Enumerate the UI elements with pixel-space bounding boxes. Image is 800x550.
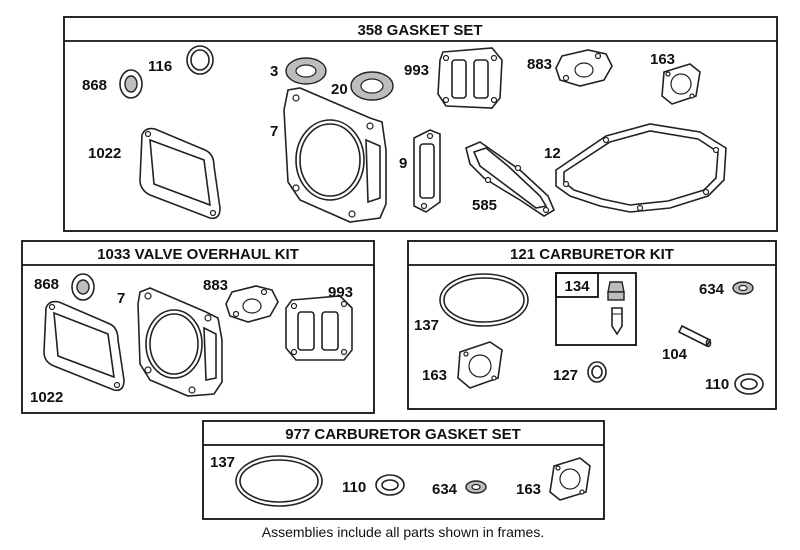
label-163: 163 [516,481,541,498]
label-3: 3 [270,63,278,80]
label-110: 110 [342,479,366,496]
sub-frame-134-label-box [555,272,599,298]
label-127: 127 [553,367,578,384]
label-163: 163 [650,51,675,68]
frame-carburetor-gasket-set: 977 CARBURETOR GASKET SET 137 110 634 16… [202,420,605,520]
label-634: 634 [699,281,725,298]
label-993: 993 [328,284,353,301]
breather-gasket-9-part [413,129,441,213]
valve-cover-gasket-993-part [285,295,353,361]
pin-104-part [677,324,712,348]
frame-gasket-set: 358 GASKET SET 868 116 3 20 [63,16,778,232]
carburetor-gasket-163-part [661,63,701,105]
carburetor-gasket-163-part [549,457,591,501]
intake-gasket-883-part [225,285,279,323]
cylinder-head-gasket-7-part [283,87,387,223]
seal-868-part [119,69,143,99]
intake-gasket-883-part [555,49,613,87]
frame-carburetor-kit: 121 CARBURETOR KIT 134 137 163 127 [407,240,777,410]
carburetor-gasket-163-part [457,341,503,389]
label-993: 993 [404,62,429,79]
frame-title: 1033 VALVE OVERHAUL KIT [97,246,299,263]
label-134: 134 [564,278,590,295]
cylinder-head-gasket-7-part [137,287,223,397]
gasket-1022-part [139,127,221,220]
frame-title: 358 GASKET SET [357,22,482,39]
crankcase-gasket-12-part [555,123,727,213]
gasket-110-part [734,373,764,395]
label-7: 7 [270,123,278,140]
label-7: 7 [117,290,125,307]
label-137: 137 [414,317,439,334]
seal-868-part [71,273,95,301]
label-634: 634 [432,481,458,498]
seal-20-part [350,71,394,101]
label-163: 163 [422,367,447,384]
frame-valve-overhaul-kit: 1033 VALVE OVERHAUL KIT 868 1022 7 [21,240,375,414]
label-20: 20 [331,81,348,98]
seal-3-part [285,57,327,85]
label-110: 110 [705,376,729,393]
footer-note: Assemblies include all parts shown in fr… [262,524,544,540]
frame-title: 977 CARBURETOR GASKET SET [285,426,521,443]
gasket-585-part [465,141,556,217]
label-12: 12 [544,145,561,162]
label-883: 883 [203,277,228,294]
washer-634-part [465,480,487,494]
label-585: 585 [472,197,497,214]
label-1022: 1022 [30,389,63,406]
label-868: 868 [82,77,107,94]
bowl-gasket-137-part [235,455,323,507]
label-9: 9 [399,155,407,172]
label-116: 116 [148,58,172,75]
valve-cover-gasket-993-part [437,47,503,109]
label-1022: 1022 [88,145,121,162]
label-868: 868 [34,276,59,293]
label-104: 104 [662,346,688,363]
gasket-1022-part [43,300,125,392]
welch-plug-127-part [587,361,607,383]
gasket-110-part [375,474,405,496]
o-ring-116-part [186,45,214,75]
float-valve-needle-134-part [607,281,625,336]
bowl-gasket-137-part [439,273,529,327]
label-137: 137 [210,454,235,471]
washer-634-part [732,281,754,295]
frame-title: 121 CARBURETOR KIT [510,246,674,263]
label-883: 883 [527,56,552,73]
